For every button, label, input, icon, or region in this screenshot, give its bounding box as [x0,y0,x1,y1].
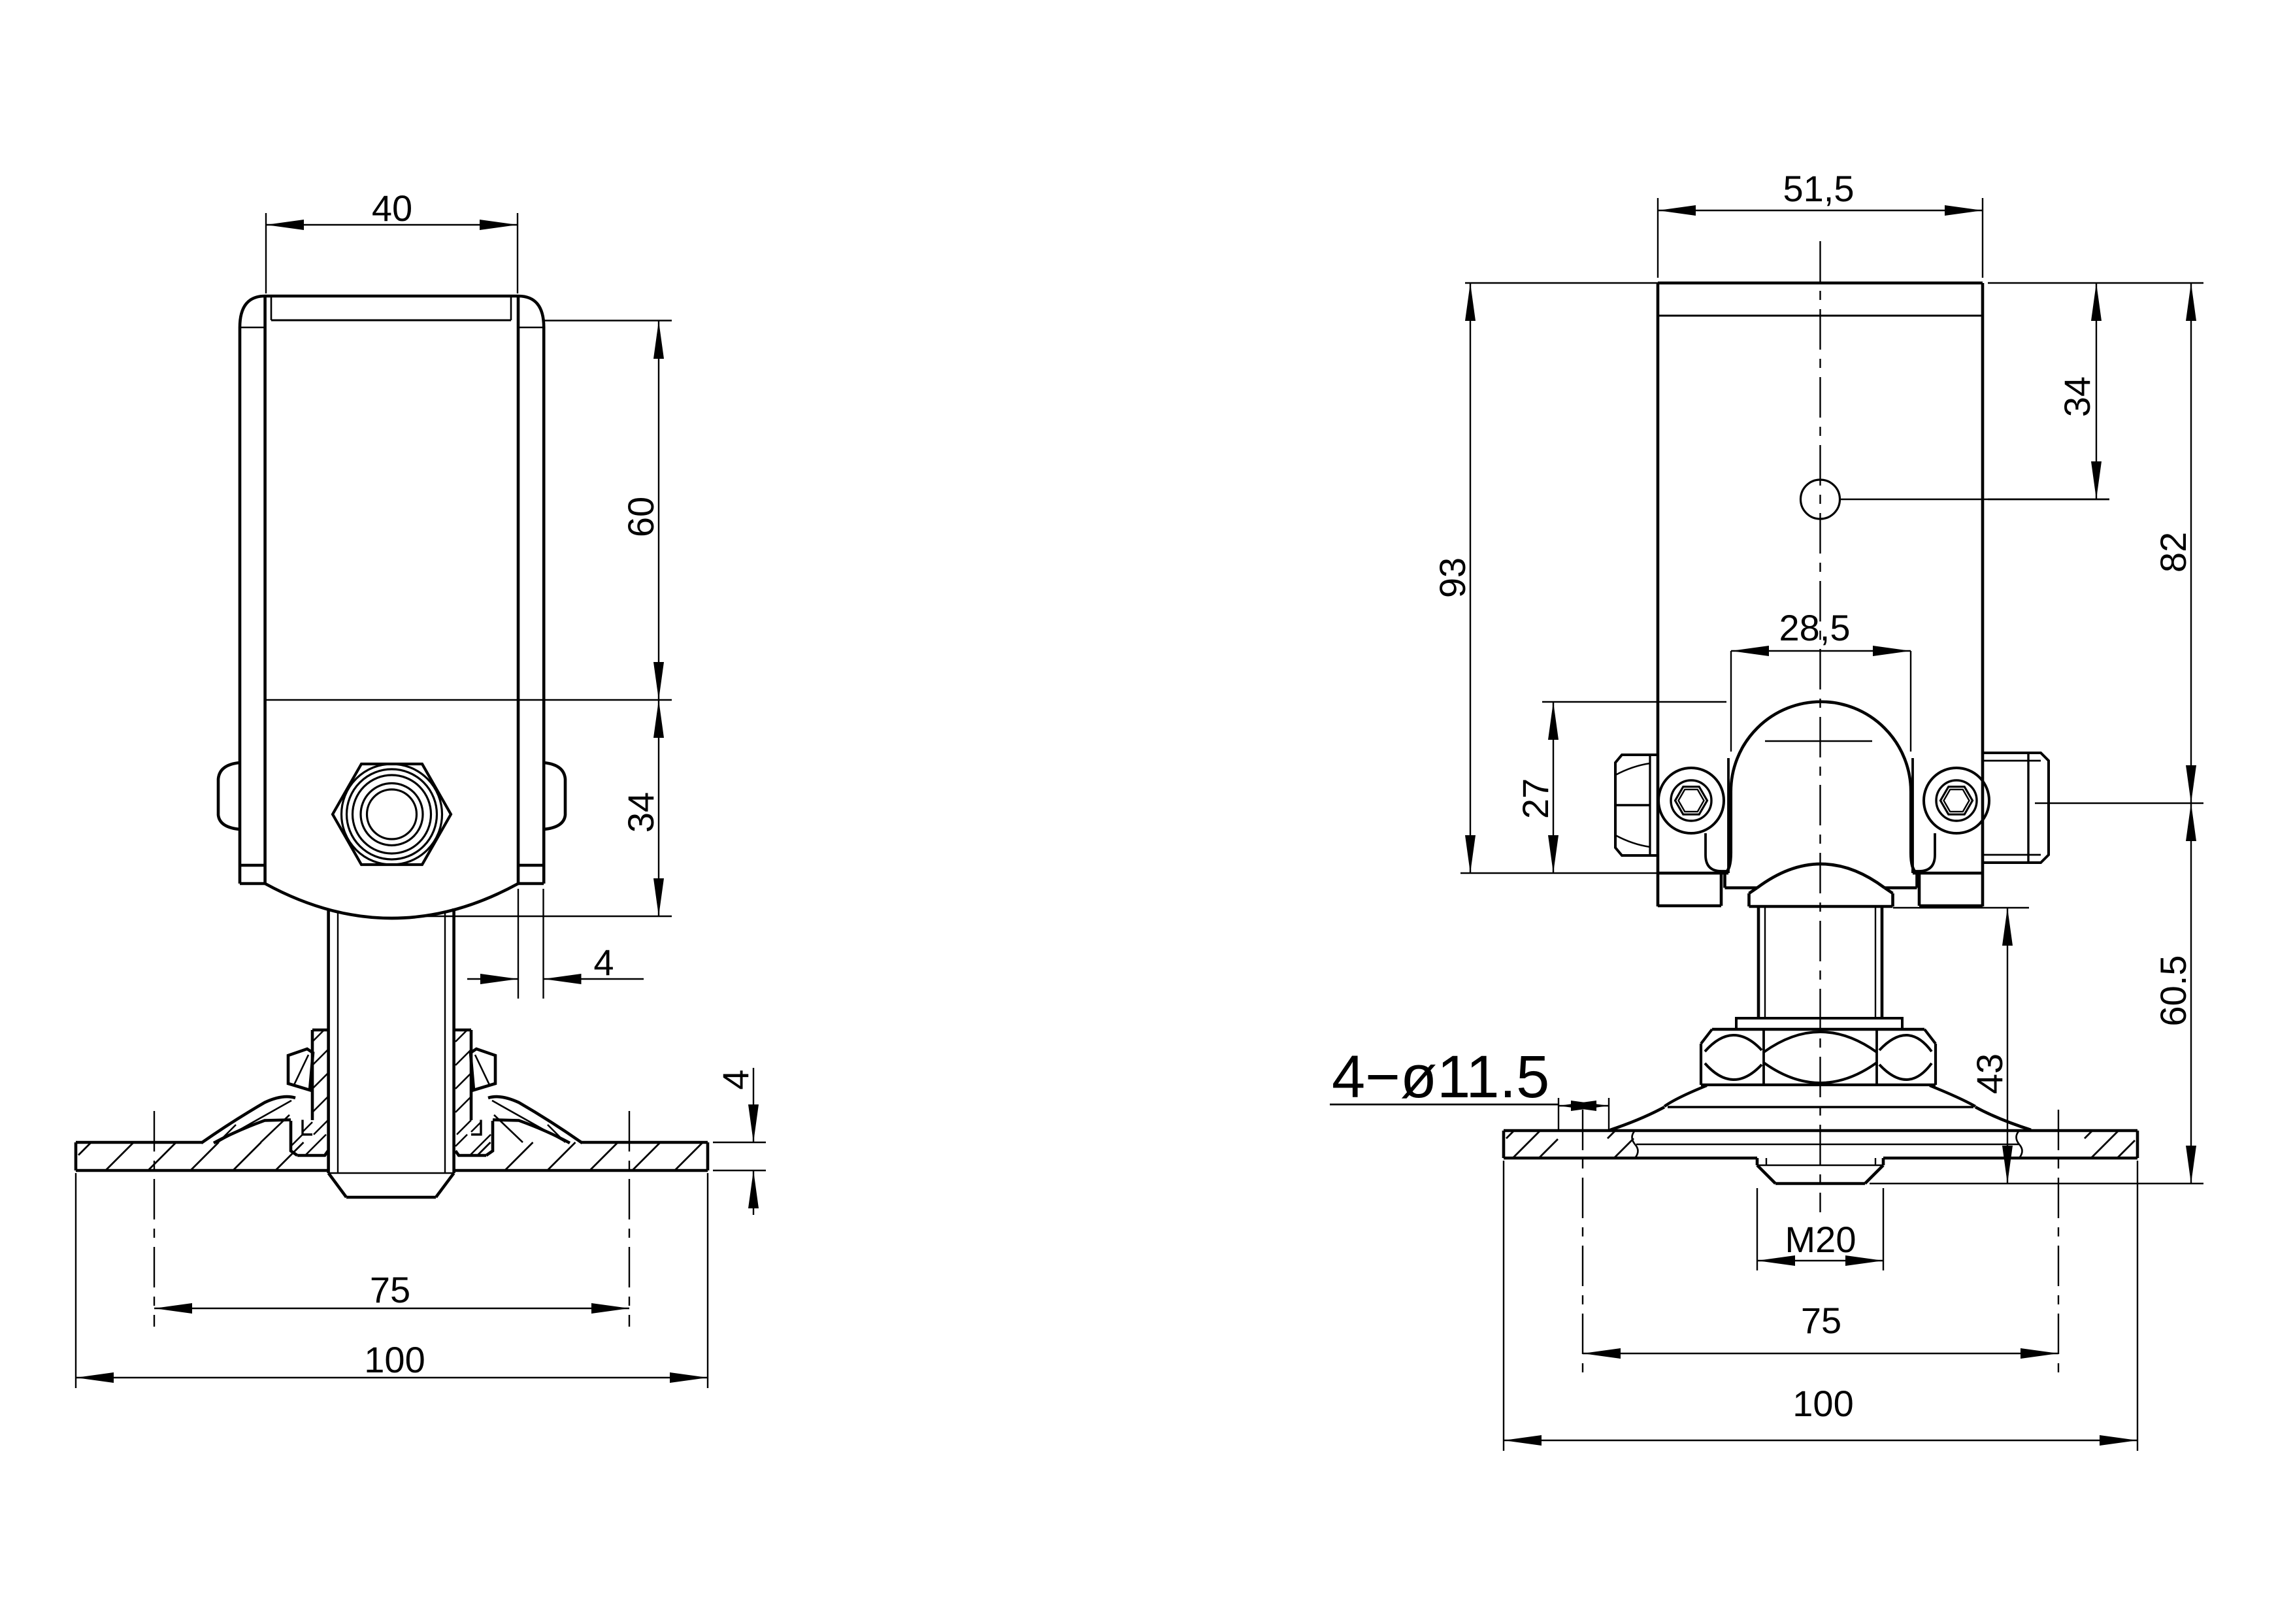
svg-text:75: 75 [370,1269,410,1310]
svg-text:100: 100 [364,1339,425,1380]
svg-text:4: 4 [715,1069,756,1089]
svg-text:27: 27 [1515,778,1556,819]
svg-text:28,5: 28,5 [1779,607,1851,648]
svg-text:60.5: 60.5 [2153,955,2194,1027]
svg-text:M20: M20 [1785,1219,1856,1260]
svg-text:40: 40 [372,188,412,229]
svg-text:60: 60 [620,497,661,537]
svg-text:51,5: 51,5 [1783,168,1855,209]
svg-text:43: 43 [1969,1053,2010,1094]
svg-text:93: 93 [1432,557,1473,598]
svg-text:75: 75 [1801,1300,1841,1341]
svg-text:34: 34 [620,792,661,833]
svg-text:82: 82 [2153,532,2194,572]
svg-text:34: 34 [2056,376,2098,417]
svg-text:4−ø11.5: 4−ø11.5 [1332,1044,1549,1110]
svg-text:100: 100 [1792,1383,1853,1424]
svg-text:4: 4 [593,942,614,983]
